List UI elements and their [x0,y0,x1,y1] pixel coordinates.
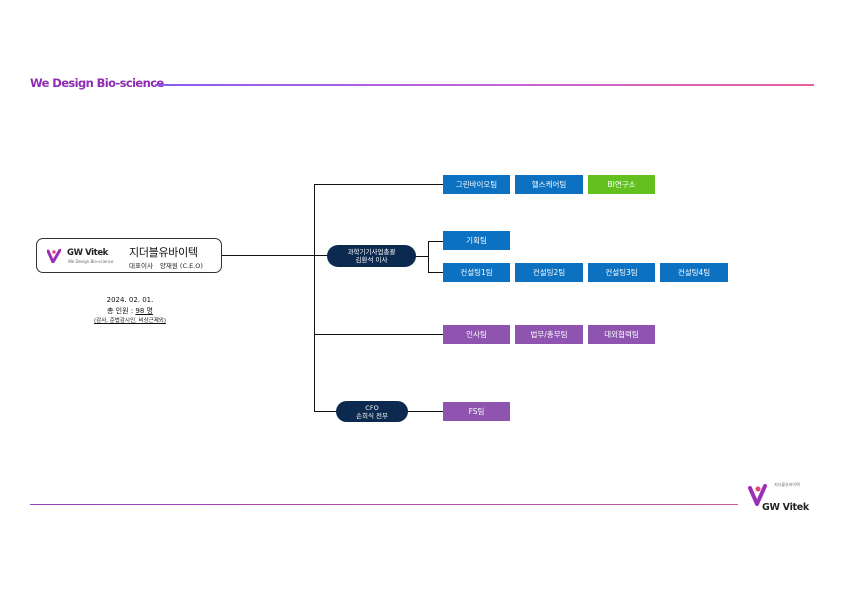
team-healthcare: 헬스케어팀 [515,175,583,194]
team-hr: 인사팀 [443,325,510,344]
ceo-name: 양재원 (C.E.O) [159,262,203,270]
team-consulting-1: 컨설팅1팀 [443,263,510,282]
headcount-block: 2024. 02. 01. 총 인원 : 98 명 (감사, 준법감시인, 비상… [70,295,190,326]
team-legal-general-affairs: 법무/총무팀 [515,325,583,344]
brand-name: GW Vitek [762,502,809,513]
ceo-position: 대표이사 [129,262,153,270]
headcount-note: (감사, 준법감시인, 비상근제외) [93,318,166,324]
headcount-total-value: 98 명 [135,307,153,315]
team-consulting-2: 컨설팅2팀 [515,263,583,282]
ceo-box: GW Vitek We Design Bio-science 지더블유바이텍 대… [36,238,222,273]
gw-vitek-logo-icon [47,249,61,263]
company-name: 지더블유바이텍 [129,246,198,259]
ceo-title: 대표이사 양재원 (C.E.O) [129,260,210,270]
connector-ceo [222,255,334,256]
connector-trunk [314,184,315,411]
division-cfo-name: CFO [365,403,379,412]
team-planning: 기획팀 [443,231,510,250]
team-consulting-3: 컨설팅3팀 [588,263,655,282]
division-science-equipment-head: 김환석 이사 [355,256,388,264]
team-external-relations: 대외협력팀 [588,325,655,344]
footer-divider [30,504,738,506]
header-divider [155,84,814,86]
headcount-total: 총 인원 : 98 명 [70,306,190,317]
division-cfo-head: 손희식 전무 [356,411,388,420]
team-fs: FS팀 [443,402,510,421]
division-science-equipment-name: 과학기기사업총괄 [347,248,396,256]
ceo-logo-sub: We Design Bio-science [68,259,114,264]
headcount-date: 2024. 02. 01. [106,296,154,304]
headcount-total-label: 총 인원 : [107,307,134,315]
connector-row2 [428,241,443,242]
connector-div1-vertical [428,241,429,273]
brand-company-small: 지더블유바이텍 [774,482,800,487]
gw-vitek-brand-icon [748,484,767,506]
team-consulting-4: 컨설팅4팀 [660,263,728,282]
connector-row3 [428,272,443,273]
ceo-logo-name: GW Vitek [67,248,108,258]
connector-div1-stub [415,256,429,257]
team-green-bio: 그린바이오팀 [443,175,510,194]
division-science-equipment: 과학기기사업총괄 김환석 이사 [327,245,416,267]
tagline: We Design Bio-science [30,76,164,90]
division-cfo: CFO 손희식 전무 [336,401,408,422]
team-bi-lab: BI연구소 [588,175,655,194]
connector-row1 [314,184,443,185]
connector-row4 [314,334,443,335]
